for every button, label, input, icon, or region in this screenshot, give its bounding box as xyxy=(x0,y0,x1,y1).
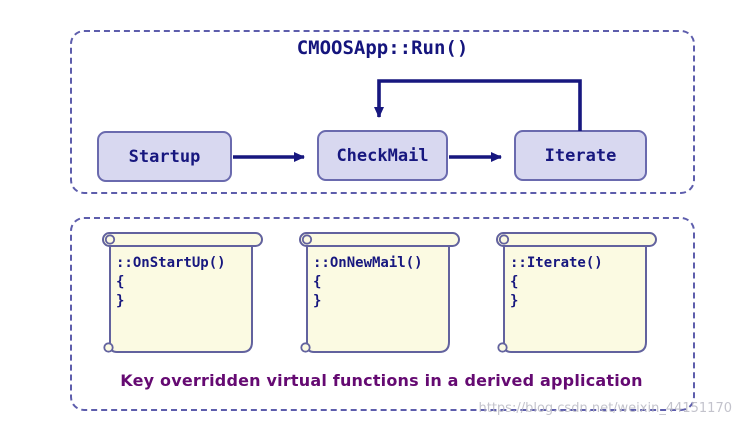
scroll-note-onstartup: ::OnStartUp() { } xyxy=(96,230,266,358)
scroll-note-iterate: ::Iterate() { } xyxy=(490,230,660,358)
code-iterate: ::Iterate() { } xyxy=(510,255,603,309)
node-iterate: Iterate xyxy=(514,130,647,181)
panel-title: CMOOSApp::Run() xyxy=(296,37,469,59)
code-onnewmail: ::OnNewMail() { } xyxy=(313,255,423,309)
scroll-icon xyxy=(299,232,460,353)
code-onstartup: ::OnStartUp() { } xyxy=(116,255,226,309)
scroll-icon xyxy=(496,232,657,353)
node-startup: Startup xyxy=(97,131,232,182)
virtual-functions-panel xyxy=(70,217,695,411)
scroll-note-onnewmail: ::OnNewMail() { } xyxy=(293,230,463,358)
run-loop-panel xyxy=(70,30,695,194)
watermark-url: https://blog.csdn.net/weixin_44151170 xyxy=(478,401,732,416)
panel-caption: Key overridden virtual functions in a de… xyxy=(120,371,643,390)
scroll-icon xyxy=(102,232,263,353)
node-checkmail: CheckMail xyxy=(317,130,448,181)
